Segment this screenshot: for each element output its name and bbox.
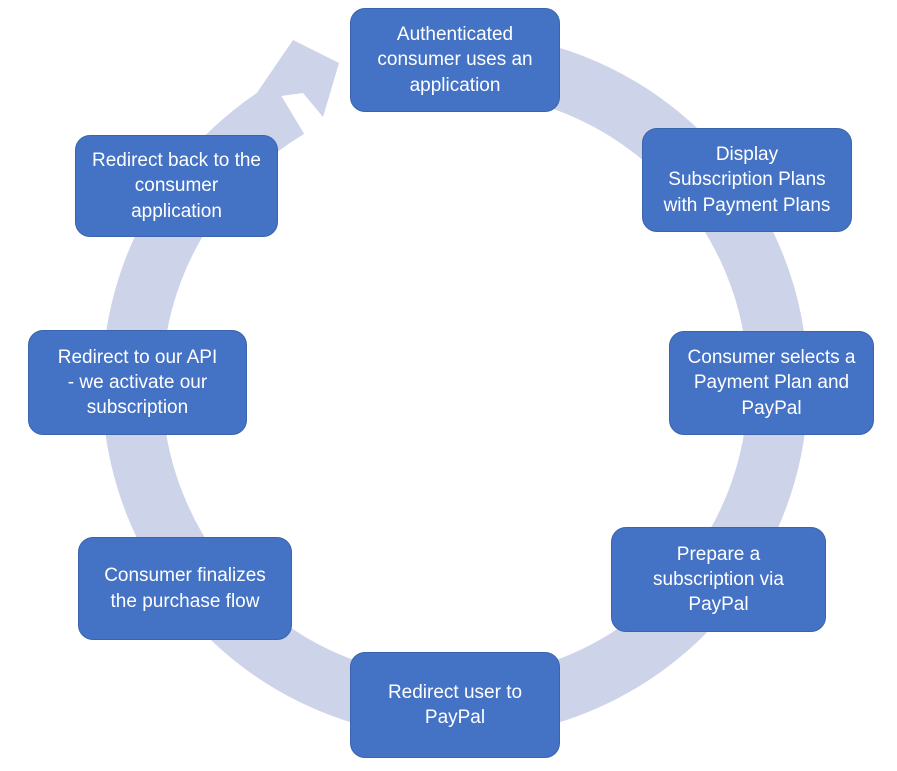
step-consumer-finalizes-purchase: Consumer finalizes the purchase flow xyxy=(78,537,292,640)
step-redirect-to-api-activate: Redirect to our API - we activate our su… xyxy=(28,330,247,435)
step-authenticated-consumer: Authenticated consumer uses an applicati… xyxy=(350,8,560,112)
step-display-subscription-plans: Display Subscription Plans with Payment … xyxy=(642,128,852,232)
step-redirect-user-to-paypal: Redirect user to PayPal xyxy=(350,652,560,758)
circular-arrow-head-icon xyxy=(252,40,339,117)
step-consumer-selects-plan: Consumer selects a Payment Plan and PayP… xyxy=(669,331,874,435)
step-redirect-back-to-application: Redirect back to the consumer applicatio… xyxy=(75,135,278,237)
step-prepare-subscription: Prepare a subscription via PayPal xyxy=(611,527,826,632)
